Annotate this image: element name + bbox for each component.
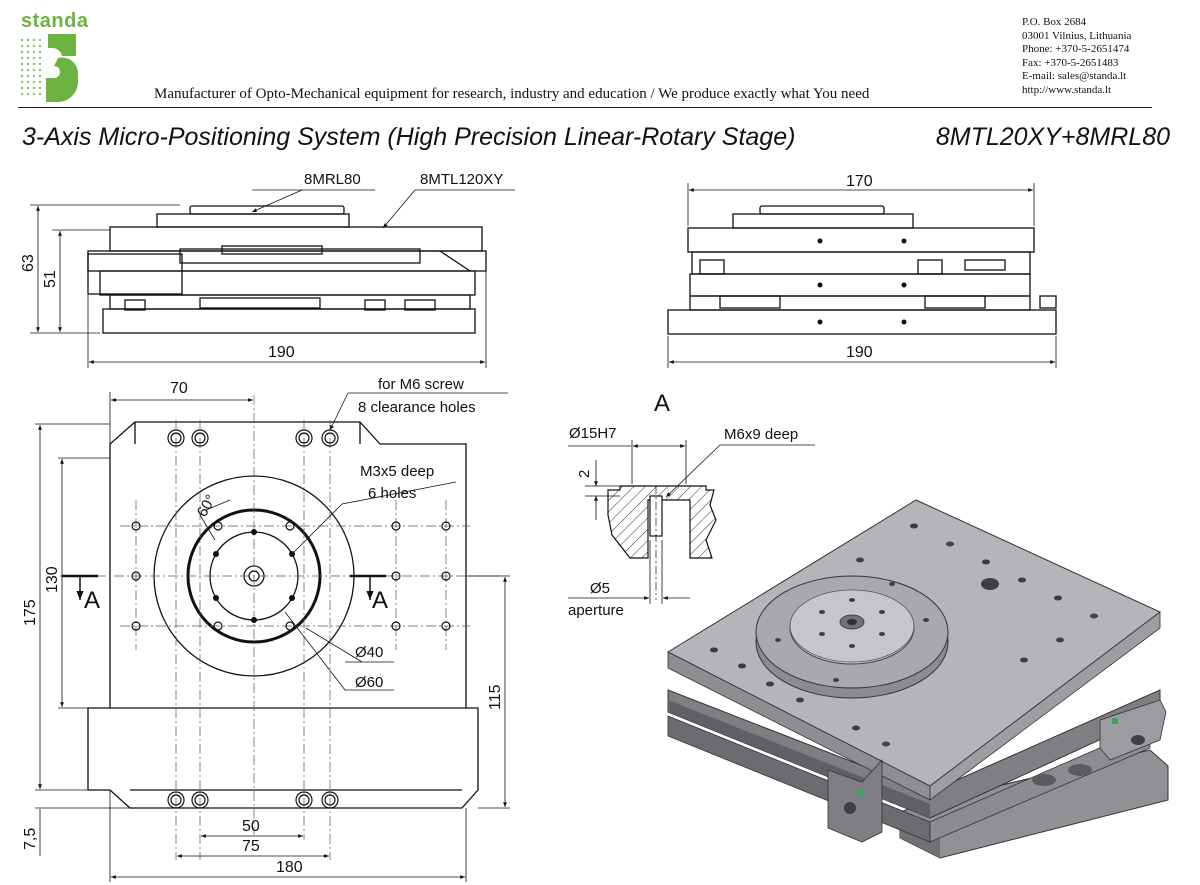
angle-60: 60° [194,492,220,520]
top-view-dimensions [35,392,510,882]
note-m6x9: M6x9 deep [724,426,798,443]
dia-15h7: Ø15H7 [569,425,617,442]
dim-50: 50 [242,818,260,835]
note-m6-screw: for M6 screw [378,376,464,393]
dim-7-5: 7,5 [22,828,39,850]
dim-180: 180 [276,859,303,876]
contact-block: P.O. Box 2684 03001 Vilnius, Lithuania P… [1022,16,1131,98]
top-view-holes [131,429,451,809]
dim-2: 2 [576,470,593,478]
contact-line: P.O. Box 2684 [1022,16,1087,28]
dia-40: Ø40 [355,644,383,661]
label-8mrl80: 8MRL80 [304,171,361,188]
dim-190-front: 190 [846,344,873,361]
section-a-view [607,485,717,600]
side-view [87,205,487,334]
section-label-right: A [372,587,388,614]
front-view-holes [817,238,907,325]
dim-70: 70 [170,380,188,397]
note-6-holes: 6 holes [368,485,416,502]
logo-text: standa [21,10,89,32]
model-number: 8MTL20XY+8MRL80 [935,123,1170,151]
dim-63: 63 [20,254,37,272]
front-view-dimensions [667,183,1057,368]
contact-line: http://www.standa.lt [1022,83,1112,96]
contact-line: Fax: +370-5-2651483 [1022,56,1119,69]
contact-line: Phone: +370-5-2651474 [1022,43,1130,56]
dim-175: 175 [22,599,39,626]
section-markers [62,574,386,600]
side-view-dimensions [30,189,515,368]
dim-130: 130 [44,566,61,593]
section-a-dimensions [568,440,815,604]
dim-51: 51 [42,270,59,288]
top-view-centerlines [60,395,500,860]
dia-60: Ø60 [355,674,383,691]
dia-5: Ø5 [590,580,610,597]
dim-115: 115 [487,684,504,710]
stage-3d-render [666,499,1169,859]
company-tagline: Manufacturer of Opto-Mechanical equipmen… [154,86,870,102]
dim-170: 170 [846,173,873,190]
dim-190-side: 190 [268,344,295,361]
section-a-title: A [654,390,670,417]
contact-line: E-mail: sales@standa.lt [1022,70,1127,83]
aperture-label: aperture [568,602,624,619]
label-8mtl120xy: 8MTL120XY [420,171,503,188]
contact-line: 03001 Vilnius, Lithuania [1022,29,1132,42]
note-clearance-holes: 8 clearance holes [358,399,476,416]
standa-logo [18,34,79,102]
front-view [667,205,1057,335]
header-divider [18,107,1152,108]
note-m3: M3x5 deep [360,463,434,480]
section-label-left: A [84,587,100,614]
dim-75: 75 [242,838,260,855]
page-title: 3-Axis Micro-Positioning System (High Pr… [22,123,796,151]
